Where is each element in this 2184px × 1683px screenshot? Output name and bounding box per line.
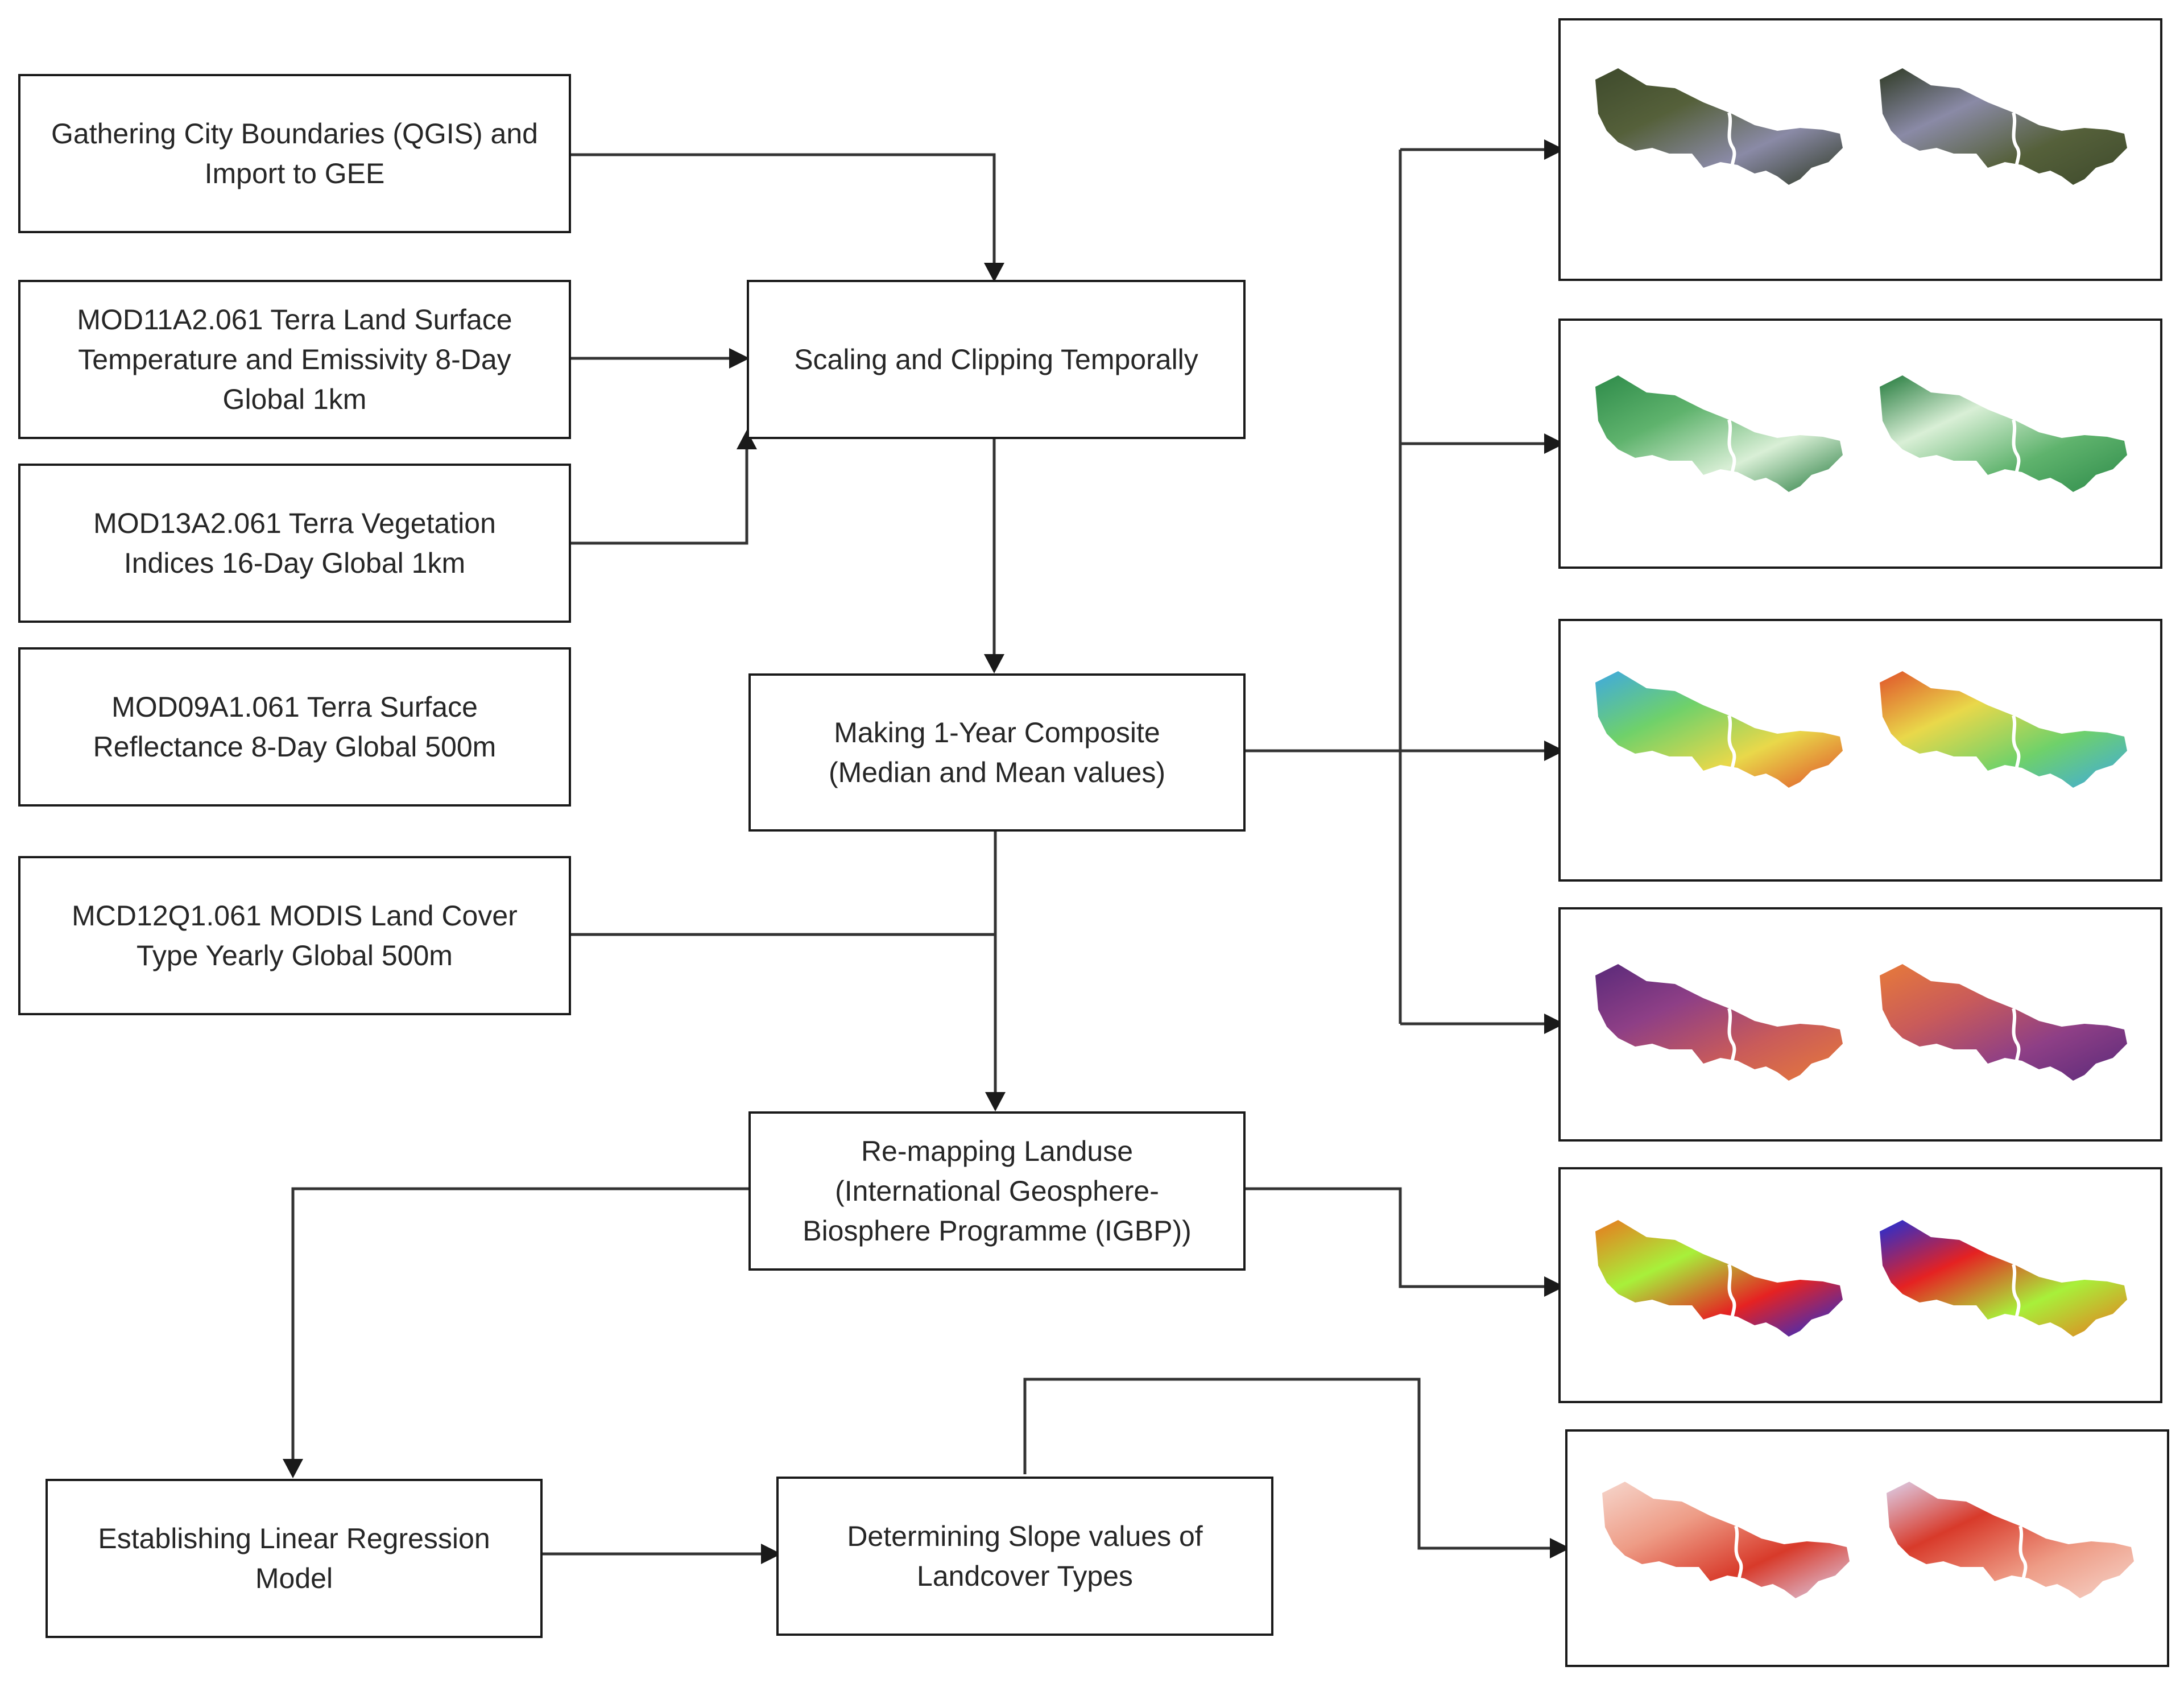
surface-temperature-region-shape: [1595, 671, 1843, 788]
node-mod13a2-label: MOD13A2.061 Terra Vegetation Indices 16-…: [93, 507, 496, 579]
reflectance-region-shape: [1595, 964, 1843, 1081]
node-mod11a2: MOD11A2.061 Terra Land Surface Temperatu…: [18, 280, 571, 439]
bosphorus-channel: [1727, 715, 1736, 778]
bosphorus-channel: [1727, 1264, 1736, 1326]
true-color-map-2: [1880, 68, 2127, 185]
node-mod13a2: MOD13A2.061 Terra Vegetation Indices 16-…: [18, 464, 571, 623]
arrow-remap-to-panel-5: [1244, 1187, 1556, 1289]
surface-temperature-region-shape: [1880, 671, 2127, 788]
slope-map-1: [1602, 1482, 1850, 1598]
reflectance-map-1: [1595, 964, 1843, 1081]
node-linear-regression: Establishing Linear Regression Model: [46, 1479, 543, 1638]
node-remap-label: Re-mapping Landuse (International Geosph…: [803, 1135, 1192, 1247]
bosphorus-channel: [1734, 1525, 1743, 1588]
landcover-region-shape: [1880, 1220, 2127, 1337]
arrow-slope-to-panel-6: [1023, 1378, 1562, 1550]
panel-reflectance: [1558, 907, 2162, 1142]
vegetation-region-shape: [1880, 375, 2127, 492]
surface-temperature-map-1: [1595, 671, 1843, 788]
node-gather-label: Gathering City Boundaries (QGIS) and Imp…: [51, 118, 538, 189]
node-regression-label: Establishing Linear Regression Model: [98, 1523, 490, 1594]
node-slope-values: Determining Slope values of Landcover Ty…: [776, 1477, 1273, 1636]
landcover-map-1: [1595, 1220, 1843, 1337]
bosphorus-channel: [2012, 1264, 2021, 1326]
node-one-year-composite: Making 1-Year Composite (Median and Mean…: [748, 673, 1246, 832]
bosphorus-channel: [2012, 1008, 2021, 1070]
arrow-gather-to-scaling: [570, 153, 996, 274]
landcover-map-2: [1880, 1220, 2127, 1337]
true-color-map-1: [1595, 68, 1843, 185]
node-scaling-label: Scaling and Clipping Temporally: [794, 344, 1198, 375]
surface-temperature-map-2: [1880, 671, 2127, 788]
vegetation-map-2: [1880, 375, 2127, 492]
slope-region-shape: [1602, 1482, 1850, 1598]
slope-region-shape: [1887, 1482, 2134, 1598]
node-mod11a2-label: MOD11A2.061 Terra Land Surface Temperatu…: [77, 304, 512, 415]
bosphorus-channel: [1727, 1008, 1736, 1070]
bosphorus-channel: [2012, 715, 2021, 778]
vegetation-map-1: [1595, 375, 1843, 492]
bosphorus-channel: [2018, 1525, 2028, 1588]
arrow-remap-to-regression: [291, 1187, 748, 1471]
vegetation-region-shape: [1595, 375, 1843, 492]
bosphorus-channel: [2012, 419, 2021, 482]
node-composite-label: Making 1-Year Composite (Median and Mean…: [829, 717, 1165, 788]
node-scaling-clipping: Scaling and Clipping Temporally: [747, 280, 1246, 439]
node-mod09a1-label: MOD09A1.061 Terra Surface Reflectance 8-…: [93, 691, 497, 763]
reflectance-map-2: [1880, 964, 2127, 1081]
node-mcd12q1-label: MCD12Q1.061 MODIS Land Cover Type Yearly…: [72, 900, 518, 971]
landcover-region-shape: [1595, 1220, 1843, 1337]
node-mod09a1: MOD09A1.061 Terra Surface Reflectance 8-…: [18, 647, 571, 807]
reflectance-region-shape: [1880, 964, 2127, 1081]
bosphorus-channel: [1727, 112, 1736, 175]
node-mcd12q1: MCD12Q1.061 MODIS Land Cover Type Yearly…: [18, 856, 571, 1015]
slope-map-2: [1887, 1482, 2134, 1598]
node-gather-boundaries: Gathering City Boundaries (QGIS) and Imp…: [18, 74, 571, 233]
bosphorus-channel: [2012, 112, 2021, 175]
true-color-region-shape: [1880, 68, 2127, 185]
bosphorus-channel: [1727, 419, 1736, 482]
node-slope-label: Determining Slope values of Landcover Ty…: [847, 1520, 1203, 1592]
arrow-mod13-to-scaling: [570, 439, 749, 545]
node-remapping-landuse: Re-mapping Landuse (International Geosph…: [748, 1111, 1246, 1271]
true-color-region-shape: [1595, 68, 1843, 185]
